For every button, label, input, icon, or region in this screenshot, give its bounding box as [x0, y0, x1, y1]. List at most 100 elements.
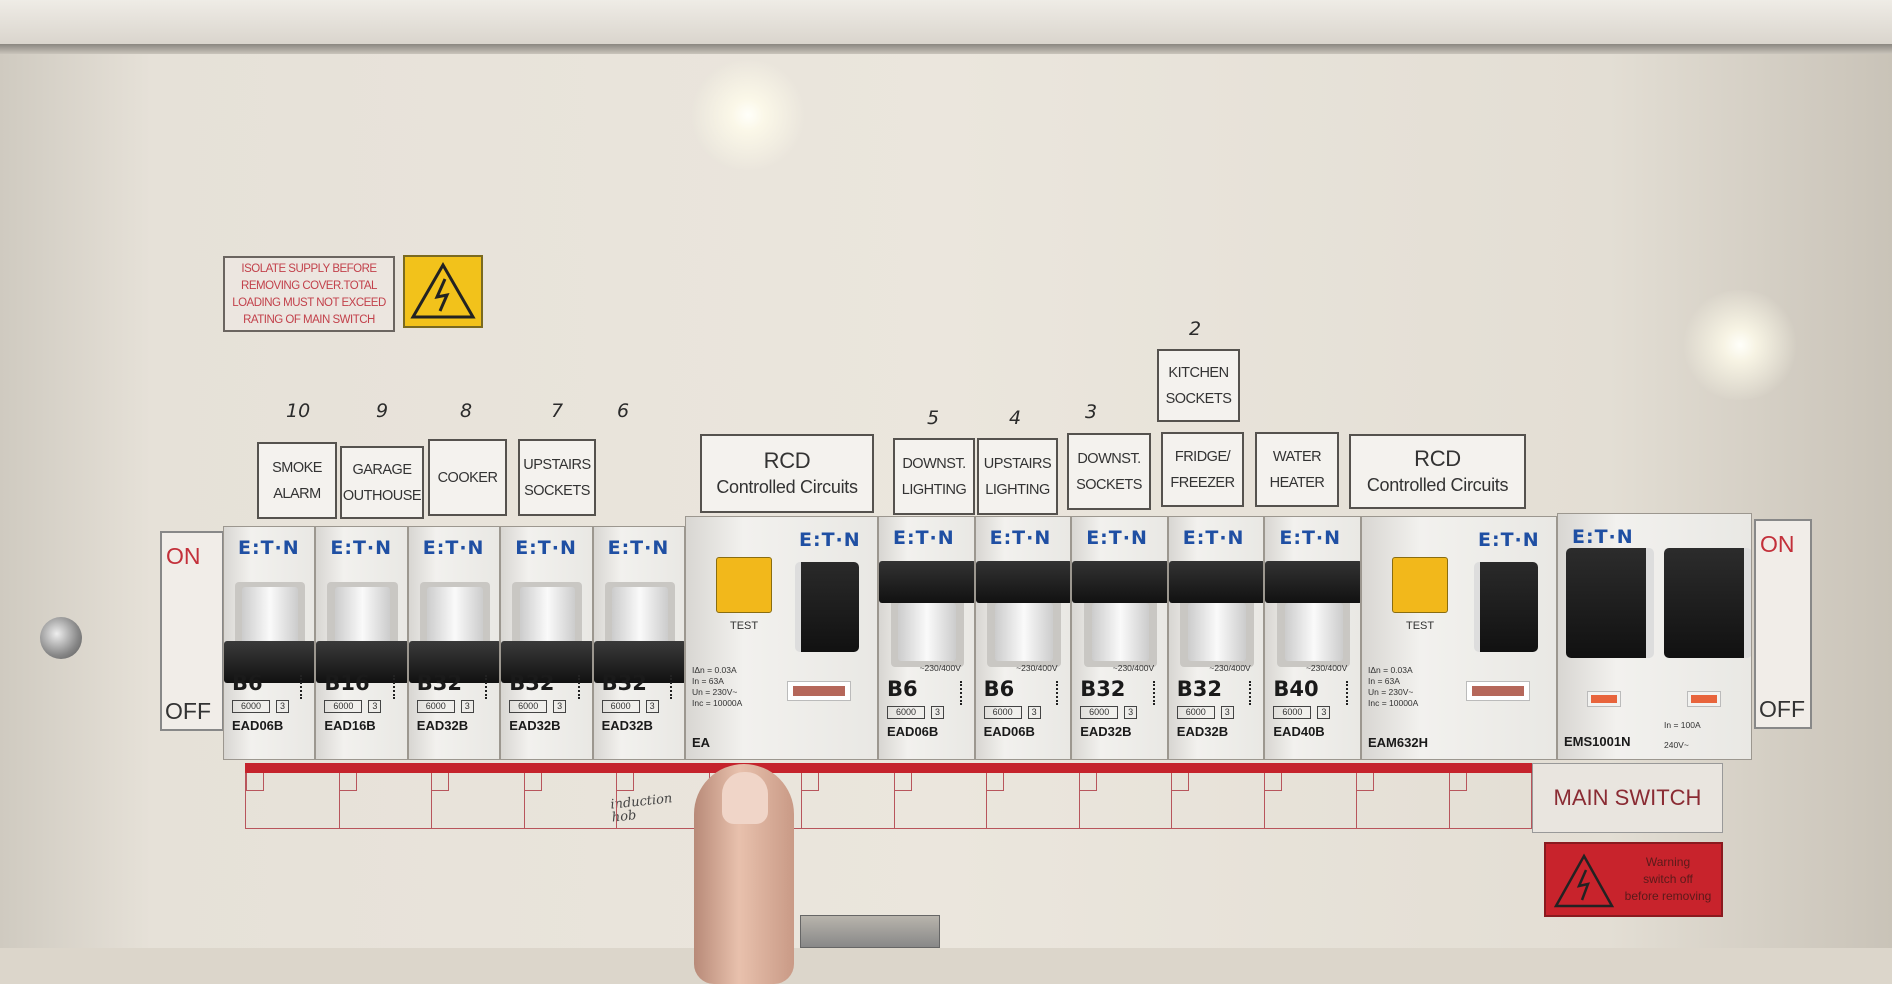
label-line: SOCKETS [524, 482, 590, 499]
label-line: SMOKE [272, 459, 322, 476]
toggle-handle[interactable] [316, 641, 407, 683]
rcd-toggle[interactable] [1474, 562, 1538, 652]
label-line: SOCKETS [1076, 476, 1142, 493]
spec-text: 240V~ [1664, 740, 1689, 750]
toggle-handle[interactable] [1168, 561, 1264, 603]
label-line: LIGHTING [901, 481, 967, 498]
toggle-lever[interactable] [1091, 603, 1150, 661]
warning-line: Warning [1645, 855, 1691, 869]
label-cell-divider [1263, 773, 1265, 829]
breaking-capacity: 6000 [509, 700, 548, 713]
toggle-handle[interactable] [501, 641, 592, 683]
contact-symbol-icon [1249, 681, 1257, 705]
off-label: OFF [1759, 696, 1805, 722]
toggle-lever[interactable] [242, 587, 298, 647]
voltage-text: ~230/400V [919, 663, 961, 673]
rating: B32 [1176, 677, 1223, 701]
label-cell-tab [523, 773, 542, 791]
breaking-capacity: 6000 [601, 700, 640, 713]
rating: B16 [324, 671, 370, 695]
fingernail [722, 772, 768, 824]
test-button[interactable] [716, 557, 772, 613]
toggle-lever[interactable] [519, 587, 576, 647]
spec-text: In = 63A [1368, 676, 1400, 686]
voltage-text: ~230/400V [1016, 663, 1058, 673]
toggle-handle[interactable] [593, 641, 684, 683]
breaking-capacity: 6000 [416, 700, 455, 713]
label-cell-divider [893, 773, 895, 829]
model-number: EAD32B [601, 718, 653, 733]
label-line: RCD [1414, 445, 1461, 471]
circuit-number: 4 [1009, 407, 1022, 429]
rating: B6 [887, 677, 918, 701]
toggle-lever[interactable] [334, 587, 391, 647]
eaton-logo: E:T·N [330, 537, 393, 559]
toggle-lever[interactable] [427, 587, 483, 647]
label-line: RATING OF MAIN SWITCH [243, 314, 375, 326]
cover-latch[interactable] [800, 915, 940, 948]
label-cell-divider [1448, 773, 1450, 829]
breaking-capacity: 6000 [324, 700, 363, 713]
status-indicator [1587, 691, 1621, 707]
label-line: WATER [1272, 448, 1322, 465]
rating: B32 [509, 671, 555, 695]
label-line: COOKER [437, 469, 498, 486]
label-line: Controlled Circuits [1366, 474, 1509, 495]
light-reflection [1680, 290, 1800, 400]
toggle-handle[interactable] [408, 641, 500, 683]
rating: B40 [1273, 677, 1319, 701]
toggle-handle[interactable] [879, 561, 974, 603]
main-switch-toggle[interactable] [1566, 548, 1654, 658]
circuit-number: 10 [286, 400, 311, 422]
isolate-supply-label: ISOLATE SUPPLY BEFORE REMOVING COVER.TOT… [223, 256, 395, 332]
label-line: REMOVING COVER.TOTAL [241, 280, 377, 292]
toggle-lever[interactable] [994, 603, 1053, 661]
eaton-logo: E:T·N [1182, 527, 1245, 549]
toggle-handle[interactable] [1265, 561, 1360, 603]
energy-class: 3 [276, 700, 289, 713]
toggle-lever[interactable] [1284, 603, 1343, 661]
status-indicator [793, 686, 845, 696]
toggle-handle[interactable] [1072, 561, 1167, 603]
label-line: FREEZER [1170, 474, 1235, 491]
label-line: GARAGE [352, 461, 412, 478]
label-cell-divider [801, 773, 802, 829]
toggle-lever[interactable] [612, 587, 668, 647]
label-line: DOWNST. [902, 455, 966, 472]
label-cell-tab [1263, 773, 1282, 791]
spec-text: In = 100A [1664, 720, 1701, 730]
rcd-toggle[interactable] [795, 562, 859, 652]
rating: B32 [1080, 677, 1126, 701]
model-number: EA [692, 735, 711, 750]
rating: B32 [416, 671, 463, 695]
on-label: ON [166, 543, 201, 569]
spec-text: Un = 230V~ [692, 687, 738, 697]
toggle-handle[interactable] [224, 641, 315, 683]
energy-class: 3 [1317, 706, 1331, 719]
main-switch-toggle[interactable] [1664, 548, 1751, 658]
test-button[interactable] [1392, 557, 1448, 613]
toggle-lever[interactable] [898, 603, 957, 661]
contact-symbol-icon [669, 675, 678, 699]
energy-class: 3 [1027, 706, 1041, 719]
energy-class: 3 [460, 700, 474, 713]
spec-text: Inc = 10000A [1368, 698, 1419, 708]
label-cell-tab [246, 773, 264, 791]
toggle-handle[interactable] [975, 561, 1071, 603]
model-number: EAD06B [232, 718, 284, 733]
cover-edge [0, 44, 1892, 54]
contact-symbol-icon [300, 675, 308, 699]
contact-symbol-icon [577, 675, 586, 699]
label-cell-divider [338, 773, 340, 829]
model-number: EAD32B [1176, 724, 1229, 739]
toggle-lever[interactable] [1188, 603, 1247, 661]
label-cell-tab [1448, 773, 1467, 791]
